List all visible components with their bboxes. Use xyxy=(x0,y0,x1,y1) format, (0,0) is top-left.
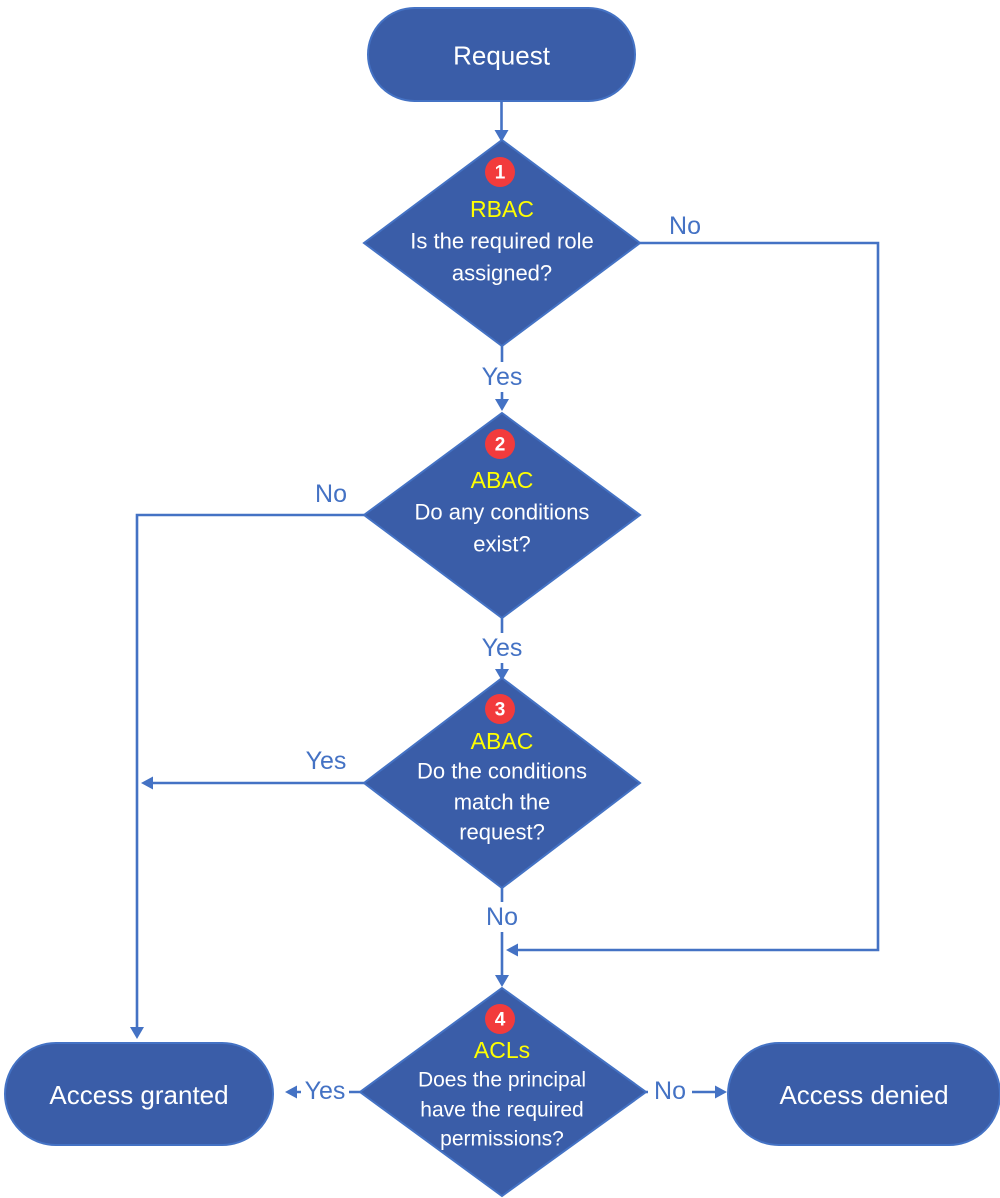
edge-label-d3-no: No xyxy=(486,903,518,931)
edges xyxy=(130,101,880,1099)
arrow-down-icon xyxy=(495,399,509,411)
edge-label-d2-yes: Yes xyxy=(482,634,523,662)
step-badge-2 xyxy=(485,429,515,459)
edge-label-d1-yes: Yes xyxy=(482,363,523,391)
edge-d2-no xyxy=(130,513,364,1039)
decision1-question-line2: assigned? xyxy=(452,261,552,286)
edge-label-backgrounds xyxy=(301,362,692,1107)
decision2-question-line2: exist? xyxy=(473,532,530,557)
decision3-question-line3: request? xyxy=(459,820,545,845)
edge-label-d3-yes: Yes xyxy=(306,747,347,775)
step-badge-1 xyxy=(485,157,515,187)
node-access-denied: Access denied xyxy=(727,1042,1000,1146)
arrow-down-icon xyxy=(495,975,509,987)
decision1-question-line1: Is the required role xyxy=(410,229,593,254)
arrow-left-icon xyxy=(141,776,153,790)
access-denied-label: Access denied xyxy=(779,1080,948,1110)
decision3-question-line1: Do the conditions xyxy=(417,759,587,784)
arrow-down-icon xyxy=(130,1027,144,1039)
decision2-keyword: ABAC xyxy=(471,467,534,493)
edge-label-d1-no: No xyxy=(669,212,701,240)
decision1-keyword: RBAC xyxy=(470,196,534,222)
edge-label-d4-yes: Yes xyxy=(305,1077,346,1105)
step-badge-4-number: 4 xyxy=(495,1010,506,1031)
decision4-keyword: ACLs xyxy=(474,1037,530,1063)
node-decision1-rbac: 1 RBAC Is the required role assigned? xyxy=(362,138,642,348)
node-decision4-acls: 4 ACLs Does the principal have the requi… xyxy=(358,986,648,1198)
edge-label-d4-no: No xyxy=(654,1077,686,1105)
node-request: Request xyxy=(367,7,636,102)
arrow-left-icon xyxy=(506,943,518,957)
edge-d3-yes xyxy=(141,776,364,790)
decision4-question-line3: permissions? xyxy=(440,1128,564,1151)
decision4-question-line2: have the required xyxy=(420,1099,583,1122)
decision3-question-line2: match the xyxy=(454,790,551,815)
arrow-down-icon xyxy=(494,130,509,142)
node-access-granted: Access granted xyxy=(4,1042,274,1146)
step-badge-3 xyxy=(485,694,515,724)
node-decision2-abac: 2 ABAC Do any conditions exist? xyxy=(362,411,642,620)
step-badge-3-number: 3 xyxy=(495,700,506,721)
arrow-right-icon xyxy=(715,1085,727,1099)
edge-label-d2-no: No xyxy=(315,480,347,508)
access-granted-label: Access granted xyxy=(49,1080,228,1110)
node-decision3-abac: 3 ABAC Do the conditions match the reque… xyxy=(362,676,642,890)
step-badge-2-number: 2 xyxy=(495,435,506,456)
step-badge-4 xyxy=(485,1004,515,1034)
step-badge-1-number: 1 xyxy=(495,163,506,184)
decision4-question-line1: Does the principal xyxy=(418,1069,586,1092)
edge-labels: No Yes No Yes Yes No Yes No xyxy=(305,212,701,1105)
edge-request-to-d1 xyxy=(494,101,509,142)
arrow-left-icon xyxy=(285,1085,297,1099)
edge-d1-no xyxy=(506,241,880,957)
decision3-keyword: ABAC xyxy=(471,728,534,754)
arrow-down-icon xyxy=(495,669,509,681)
request-label: Request xyxy=(453,41,551,71)
decision2-question-line1: Do any conditions xyxy=(415,500,590,525)
